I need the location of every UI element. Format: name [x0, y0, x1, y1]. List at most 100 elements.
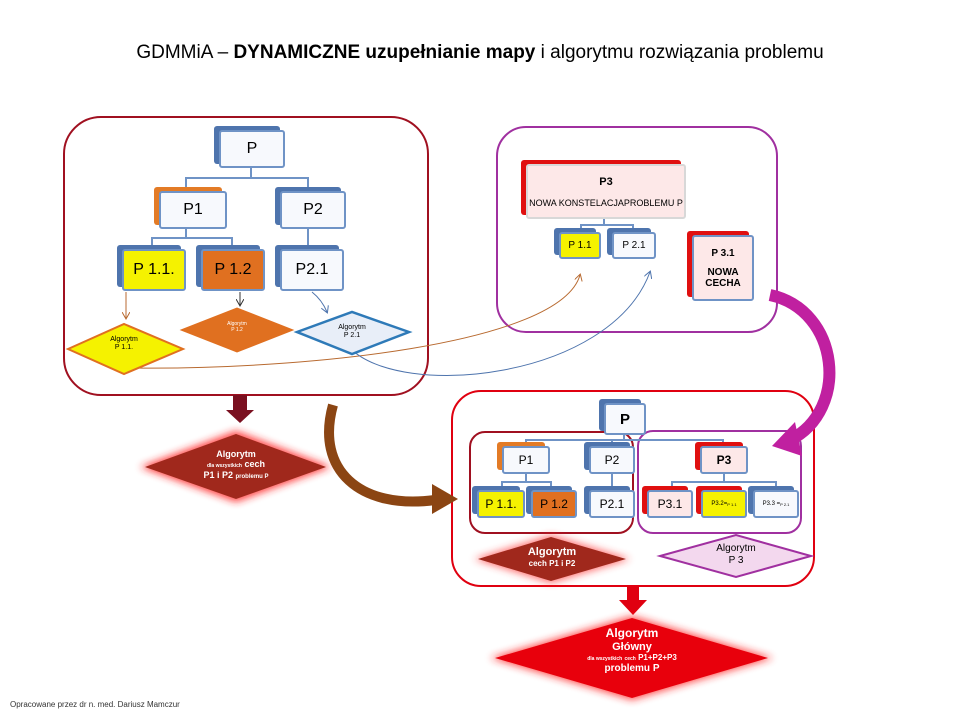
alg-p1p2-line3-main: P1 i P2	[203, 470, 233, 481]
alg-cech-line2: cech P1 i P2	[528, 558, 576, 568]
combined-node-p11-label: P 1.1.	[485, 497, 517, 511]
combined-node-p33[interactable]: P3.3 =P 2.1	[753, 490, 799, 518]
alg-p11-diamond	[65, 322, 186, 376]
combined-node-p21[interactable]: P2.1	[589, 490, 635, 518]
combined-node-p31-label: P3.1	[657, 497, 683, 511]
combined-node-p[interactable]: P	[604, 403, 646, 435]
arrow-p21-alg	[311, 291, 327, 312]
left-node-p21[interactable]: P2.1	[280, 249, 344, 291]
alg-main-line1: Algorytm	[605, 626, 659, 640]
combined-node-p12-label: P 1.2	[540, 497, 568, 511]
alg-cech-line1: Algorytm	[527, 546, 577, 558]
combined-node-p33-sub: P 2.1	[780, 501, 790, 507]
combined-tree-lines	[501, 434, 777, 490]
left-node-p[interactable]: P	[219, 130, 285, 168]
big-arrow-right-to-combined	[768, 289, 836, 446]
combined-node-p33-label: P3.3 =	[762, 501, 781, 507]
right-node-p31-title: P 3.1	[711, 247, 735, 259]
alg-p3-line1: Algorytm	[716, 543, 756, 554]
big-arrow-left-head	[432, 484, 458, 514]
left-node-p1-label: P1	[183, 201, 203, 218]
alg-p21-diamond	[293, 310, 413, 356]
left-node-p1[interactable]: P1	[159, 191, 227, 229]
right-node-p11[interactable]: P 1.1	[559, 232, 601, 259]
down-arrow-left	[226, 395, 254, 423]
alg-p1p2-diamond	[140, 431, 331, 502]
page-title: GDMMiA – DYNAMICZNE uzupełnianie mapy i …	[0, 42, 960, 64]
alg-p11-line1: Algorytm	[110, 336, 138, 343]
combined-node-p21-label: P2.1	[599, 497, 625, 511]
left-node-p12[interactable]: P 1.2	[201, 249, 265, 291]
combined-node-p2[interactable]: P2	[589, 446, 635, 474]
right-node-p31-sub: NOWA CECHA	[705, 266, 741, 289]
left-node-p2[interactable]: P2	[280, 191, 346, 229]
combined-node-p32-sub: P 1.1	[727, 501, 737, 507]
alg-p1p2-line1: Algorytm	[216, 449, 256, 459]
left-node-p-label: P	[246, 140, 258, 157]
alg-p11-line2: P 1.1.	[114, 344, 134, 352]
alg-p1p2-line2-small: dla wszystkich	[206, 463, 242, 470]
right-node-p21-label: P 2.1	[622, 240, 646, 251]
combined-map-frame	[451, 390, 815, 587]
alg-p1p2-line3: P1 i P2 problemu P	[186, 470, 286, 481]
alg-p1p2-line2: dla wszystkich cech	[186, 459, 286, 470]
alg-main-label: Algorytm Główny dla wszystkich cech P1+P…	[552, 626, 712, 675]
down-arrow-main	[619, 587, 647, 615]
alg-cech-diamond	[474, 535, 630, 583]
combined-node-p11[interactable]: P 1.1.	[477, 490, 525, 518]
big-arrow-right-head	[772, 422, 802, 456]
alg-main-line3-small: dla wszystkich	[587, 656, 623, 663]
alg-p21-line2: P 2.1	[343, 332, 361, 340]
alg-p3-line2: P 3	[728, 554, 744, 566]
alg-main-line3-main: P1+P2+P3	[638, 653, 677, 663]
combined-node-p-label: P	[619, 410, 630, 428]
alg-p12-line1: Algorytm	[227, 321, 247, 327]
right-node-p21[interactable]: P 2.1	[612, 232, 656, 259]
right-node-p3-sub: NOWA KONSTELACJAPROBLEMU P	[529, 197, 683, 208]
link-alg-p11-to-p11	[131, 275, 580, 369]
left-node-p12-label: P 1.2	[214, 261, 252, 278]
title-bold: DYNAMICZNE uzupełnianie mapy	[233, 42, 536, 63]
alg-p12-diamond	[179, 307, 295, 353]
title-prefix: GDMMiA –	[136, 42, 234, 63]
combined-node-p12[interactable]: P 1.2	[531, 490, 577, 518]
right-node-p3-title: P3	[599, 175, 613, 188]
alg-p21-line1: Algorytm	[338, 324, 366, 331]
right-map-frame	[496, 126, 778, 333]
alg-main-line2: Główny	[612, 640, 652, 653]
combined-node-p1-label: P1	[518, 453, 534, 467]
alg-p3-diamond	[656, 533, 815, 579]
left-tree-lines	[151, 167, 309, 248]
title-suffix: i algorytmu rozwiązania problemu	[535, 42, 824, 63]
combined-sub-frame-p1p2	[469, 431, 634, 534]
alg-main-diamond	[490, 616, 773, 700]
combined-node-p1[interactable]: P1	[502, 446, 550, 474]
combined-node-p3-label: P3	[716, 453, 732, 467]
alg-p12-line2: P 1.2	[231, 326, 243, 333]
left-node-p2-label: P2	[303, 201, 323, 218]
left-node-p11[interactable]: P 1.1.	[122, 249, 186, 291]
alg-p1p2-label: Algorytm dla wszystkich cech P1 i P2 pro…	[186, 449, 286, 481]
left-node-p21-label: P2.1	[295, 261, 329, 278]
combined-node-p3[interactable]: P3	[700, 446, 748, 474]
combined-node-p32-label: P3.2=	[711, 501, 728, 507]
footer-credit: Opracowane przez dr n. med. Dariusz Mamc…	[10, 700, 180, 709]
right-node-p11-label: P 1.1	[568, 240, 592, 251]
alg-p1p2-line2-cech: cech	[244, 459, 266, 470]
alg-main-line3: dla wszystkich cech P1+P2+P3	[552, 653, 712, 663]
alg-p1p2-line3-small: problemu P	[235, 474, 269, 481]
combined-node-p32[interactable]: P3.2=P 1.1	[701, 490, 747, 518]
combined-sub-frame-p3	[637, 430, 802, 534]
big-arrow-left-to-combined	[324, 403, 436, 507]
combined-node-p31[interactable]: P3.1	[647, 490, 693, 518]
left-node-p11-label: P 1.1.	[133, 261, 175, 278]
combined-node-p2-label: P2	[604, 453, 620, 467]
